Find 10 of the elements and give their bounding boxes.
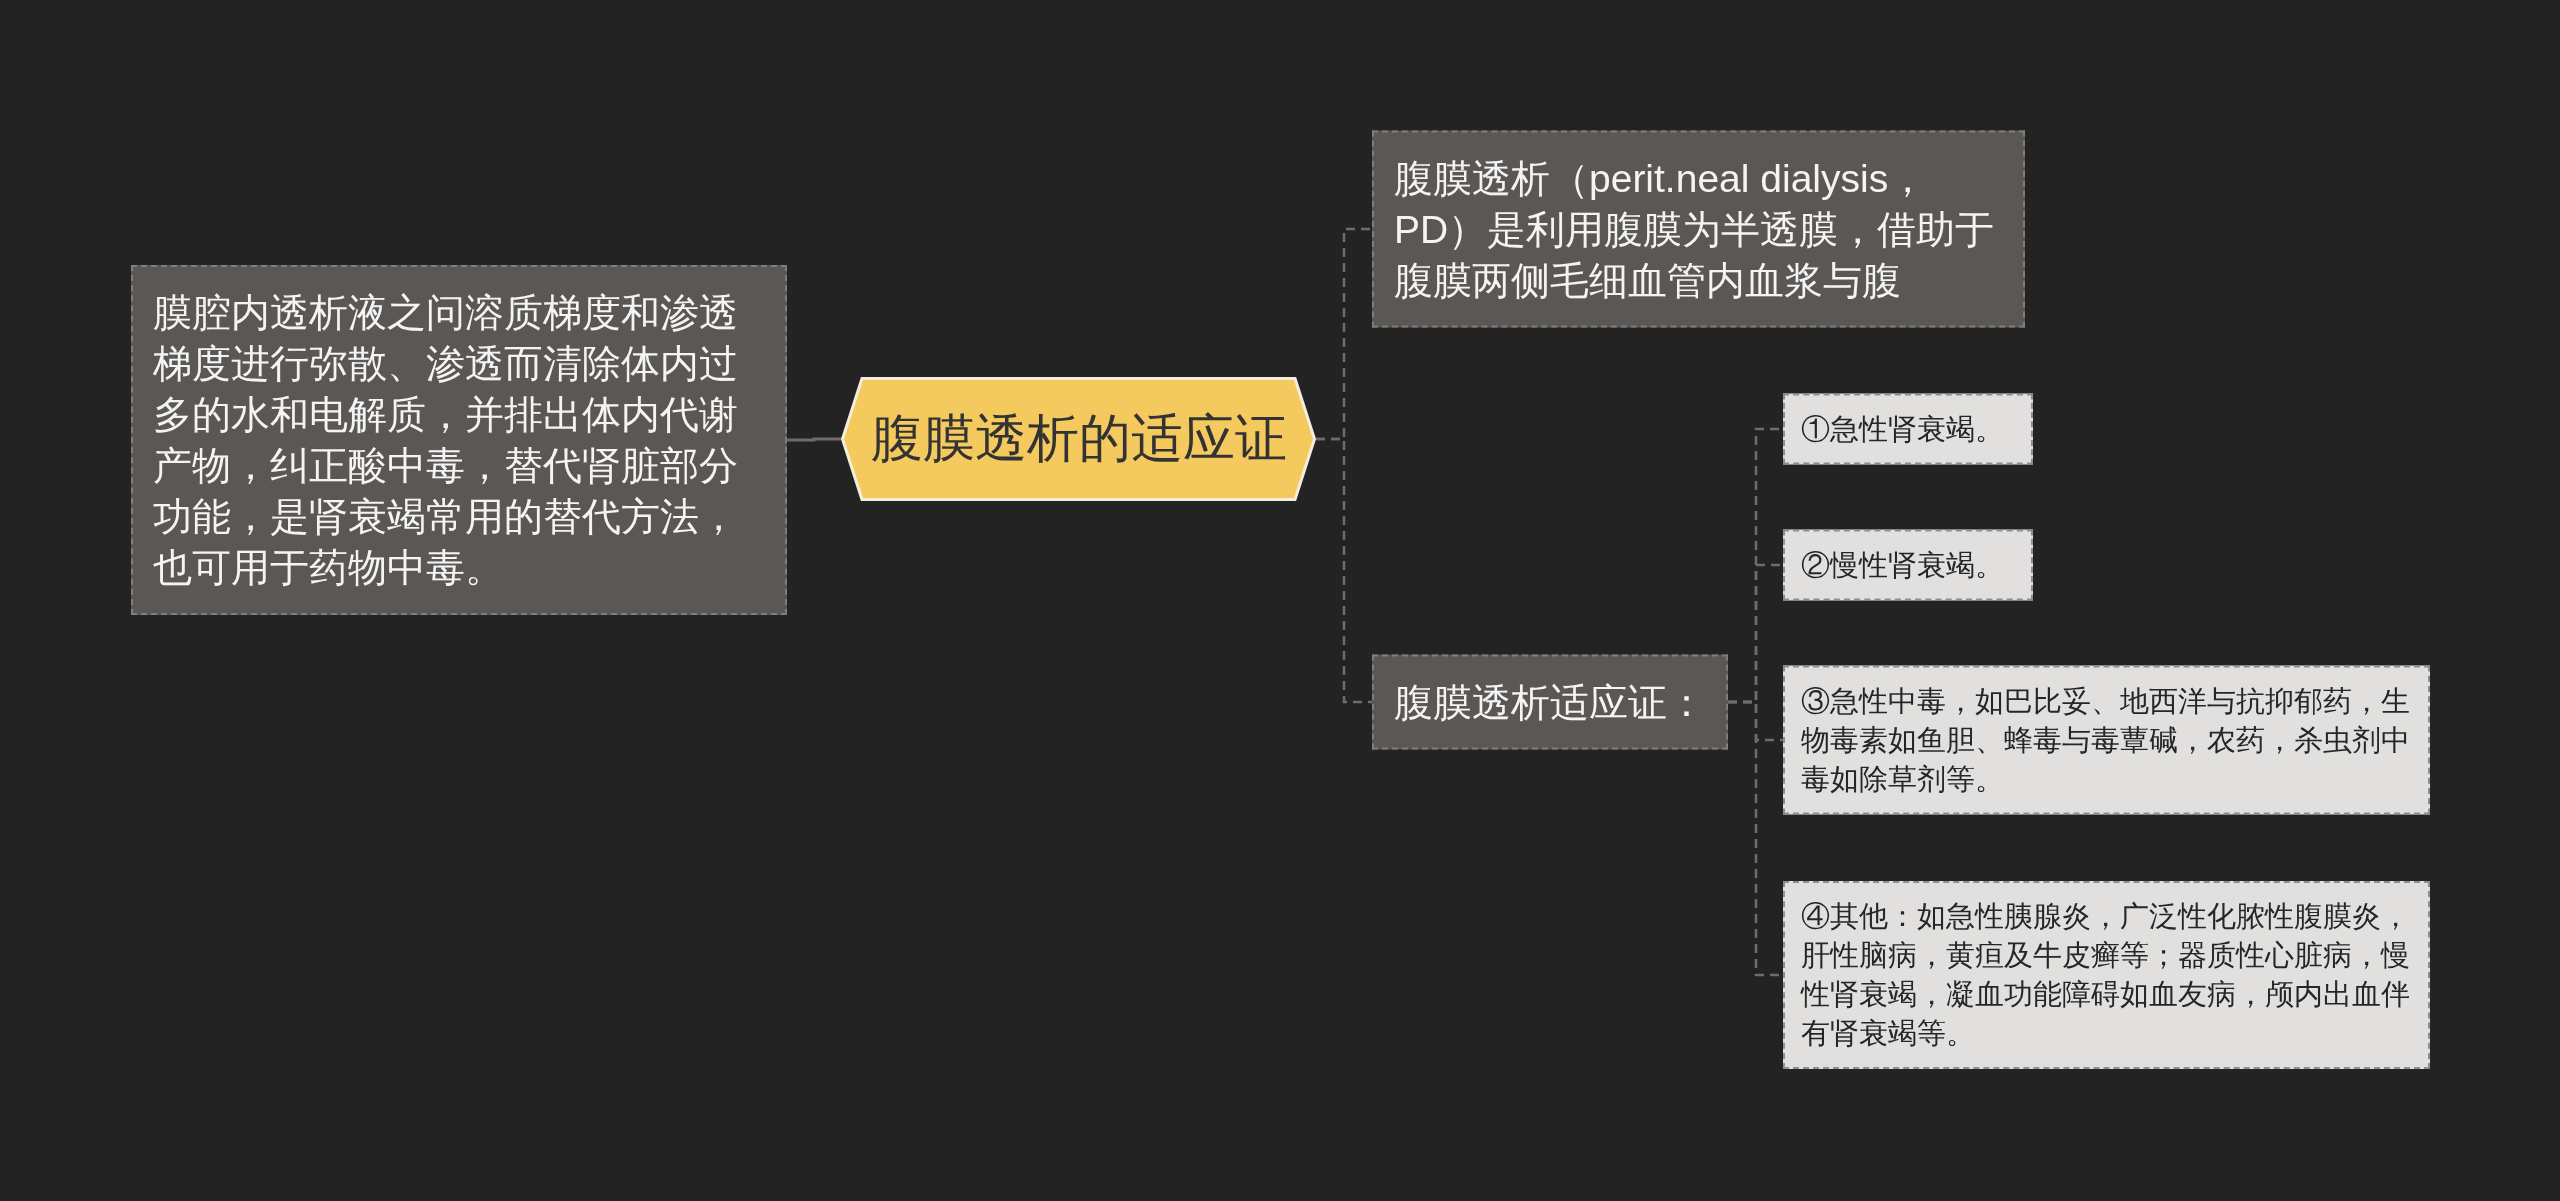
leaf-box: ③急性中毒，如巴比妥、地西洋与抗抑郁药，生物毒素如鱼胆、蜂毒与毒蕈碱，农药，杀虫剂中毒如除草剂等。	[1783, 665, 2430, 815]
note-box: 膜腔内透析液之问溶质梯度和渗透梯度进行弥散、渗透而清除体内过多的水和电解质，并排出体内代谢产物，纠正酸中毒，替代肾脏部分功能，是肾衰竭常用的替代方法，也可用于药物中毒。	[131, 265, 787, 615]
branch-box: 腹膜透析适应证：	[1372, 654, 1728, 750]
leaf-box: ④其他：如急性胰腺炎，广泛性化脓性腹膜炎，肝性脑病，黄疸及牛皮癣等；器质性心脏病，慢性肾衰竭，凝血功能障碍如血友病，颅内出血伴有肾衰竭等。	[1783, 881, 2430, 1069]
connector-line	[1316, 437, 1372, 704]
note-box: 腹膜透析（perit.neal dialysis，PD）是利用腹膜为半透膜，借助于腹膜两侧毛细血管内血浆与腹	[1372, 130, 2025, 328]
leaf-box: ①急性肾衰竭。	[1783, 393, 2033, 465]
topic-hexagon: 腹膜透析的适应证	[841, 377, 1316, 501]
leaf-box: ②慢性肾衰竭。	[1783, 529, 2033, 601]
connector-line	[787, 437, 841, 442]
